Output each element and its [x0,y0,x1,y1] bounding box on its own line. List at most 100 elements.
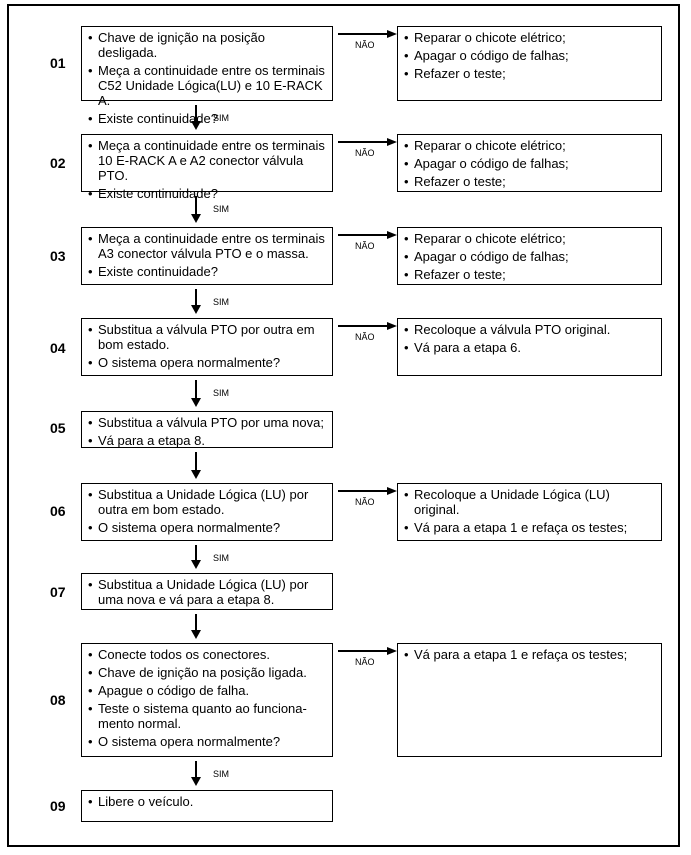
bullet-mark: • [404,156,409,171]
bullet-item: • Apagar o código de falhas; [404,156,655,171]
bullet-mark: • [88,520,93,535]
step-box: •Conecte todos os conectores.•Chave de i… [81,643,333,757]
bullet-item: •Vá para a etapa 6. [404,340,655,355]
no-label: NÃO [355,241,375,251]
step-box: • Substitua a Unidade Lógica (LU) por uma… [81,573,333,610]
item-text: Libere o veículo. [98,794,194,809]
down-arrow-head [191,630,201,639]
no-arrow-head [387,231,397,239]
bullet-mark: • [88,487,93,502]
bullet-mark: • [88,63,93,78]
bullet-mark: • [404,249,409,264]
yes-label: SIM [213,388,230,398]
bullet-item: • Substitua a Unidade Lógica (LU) por out… [88,487,326,517]
down-arrow-head [191,121,201,130]
bullet-mark: • [88,111,93,126]
bullet-item: • Libere o veículo. [88,794,326,809]
step-number: 03 [50,248,66,264]
item-text: O sistema opera normalmente? [98,520,281,535]
bullet-item: •Existe continuidade? [88,186,326,201]
item-text: Substitua a Unidade Lógica (LU) por outr… [98,487,309,517]
step-number: 07 [50,584,66,600]
bullet-item: • Substitua a válvula PTO por uma nova; [88,415,326,430]
down-arrow-head [191,470,201,479]
item-text: Vá para a etapa 1 e refaça os testes; [414,647,628,662]
bullet-mark: • [404,520,409,535]
no-label: NÃO [355,40,375,50]
item-text: Teste o sistema quanto ao funciona- ment… [98,701,307,731]
bullet-mark: • [404,487,409,502]
bullet-item: • Refazer o teste; [404,66,655,81]
no-arrow-head [387,138,397,146]
bullet-item: • Existe continuidade? [88,264,326,279]
item-text: O sistema opera normalmente? [98,355,281,370]
bullet-mark: • [88,794,93,809]
step-number: 08 [50,692,66,708]
bullet-mark: • [88,231,93,246]
bullet-mark: • [88,415,93,430]
bullet-mark: • [88,701,93,716]
bullet-item: •Recoloque a válvula PTO original. [404,322,655,337]
bullet-mark: • [404,322,409,337]
bullet-mark: • [88,322,93,337]
item-text: Reparar o chicote elétrico; [414,30,566,45]
item-text: Apagar o código de falhas; [414,249,569,264]
no-label: NÃO [355,332,375,342]
step-box: •Chave de ignição na posição desligada.•… [81,26,333,126]
step-box: • Substitua a Unidade Lógica (LU) por out… [81,483,333,541]
down-arrow-head [191,560,201,569]
step-box: • Libere o veículo. [81,790,333,822]
yes-label: SIM [213,204,230,214]
yes-label: SIM [213,297,230,307]
no-action-box: •Recoloque a válvula PTO original.•Vá pa… [397,318,662,376]
bullet-mark: • [88,734,93,749]
bullet-item: •Chave de ignição na posição desligada. [88,30,326,60]
item-text: Substitua a Unidade Lógica (LU) por uma … [98,577,309,607]
bullet-item: • O sistema opera normalmente? [88,355,326,370]
step-box: •Substitua a válvula PTO por outra em bo… [81,318,333,376]
item-text: Vá para a etapa 8. [98,433,205,448]
no-arrow-head [387,30,397,38]
no-arrow-head [387,322,397,330]
yes-label: SIM [213,113,230,123]
bullet-item: • Conecte todos os conectores. [88,647,326,662]
item-text: Chave de ignição na posição ligada. [98,665,307,680]
step-number: 02 [50,155,66,171]
bullet-mark: • [88,647,93,662]
no-label: NÃO [355,148,375,158]
item-text: Apague o código de falha. [98,683,250,698]
no-action-box: •Recoloque a Unidade Lógica (LU) origina… [397,483,662,541]
item-text: Existe continuidade? [98,264,218,279]
step-number: 06 [50,503,66,519]
item-text: Substitua a válvula PTO por uma nova; [98,415,324,430]
step-box: •Meça a continuidade entre os terminais … [81,227,333,285]
bullet-item: •Reparar o chicote elétrico; [404,30,655,45]
bullet-mark: • [88,577,93,592]
item-text: Reparar o chicote elétrico; [414,138,566,153]
item-text: Vá para a etapa 6. [414,340,521,355]
item-text: Refazer o teste; [414,66,506,81]
item-text: Conecte todos os conectores. [98,647,270,662]
bullet-item: •Recoloque a Unidade Lógica (LU) origina… [404,487,655,517]
bullet-mark: • [404,138,409,153]
bullet-mark: • [404,66,409,81]
item-text: Meça a continuidade entre os terminais C… [98,63,325,108]
item-text: Apagar o código de falhas; [414,156,569,171]
bullet-mark: • [88,264,93,279]
bullet-mark: • [88,186,93,201]
bullet-mark: • [88,355,93,370]
bullet-mark: • [404,231,409,246]
bullet-mark: • [404,48,409,63]
bullet-item: •Chave de ignição na posição ligada. [88,665,326,680]
no-action-box: •Reparar o chicote elétrico;•Apagar o có… [397,227,662,285]
bullet-mark: • [88,433,93,448]
bullet-item: •Apagar o código de falhas; [404,48,655,63]
bullet-item: • Substitua a Unidade Lógica (LU) por uma… [88,577,326,607]
no-action-box: •Vá para a etapa 1 e refaça os testes; [397,643,662,757]
bullet-item: •Refazer o teste; [404,174,655,189]
item-text: Chave de ignição na posição desligada. [98,30,265,60]
no-arrow-head [387,487,397,495]
bullet-mark: • [88,683,93,698]
bullet-item: • Meça a continuidade entre os terminais … [88,63,326,108]
